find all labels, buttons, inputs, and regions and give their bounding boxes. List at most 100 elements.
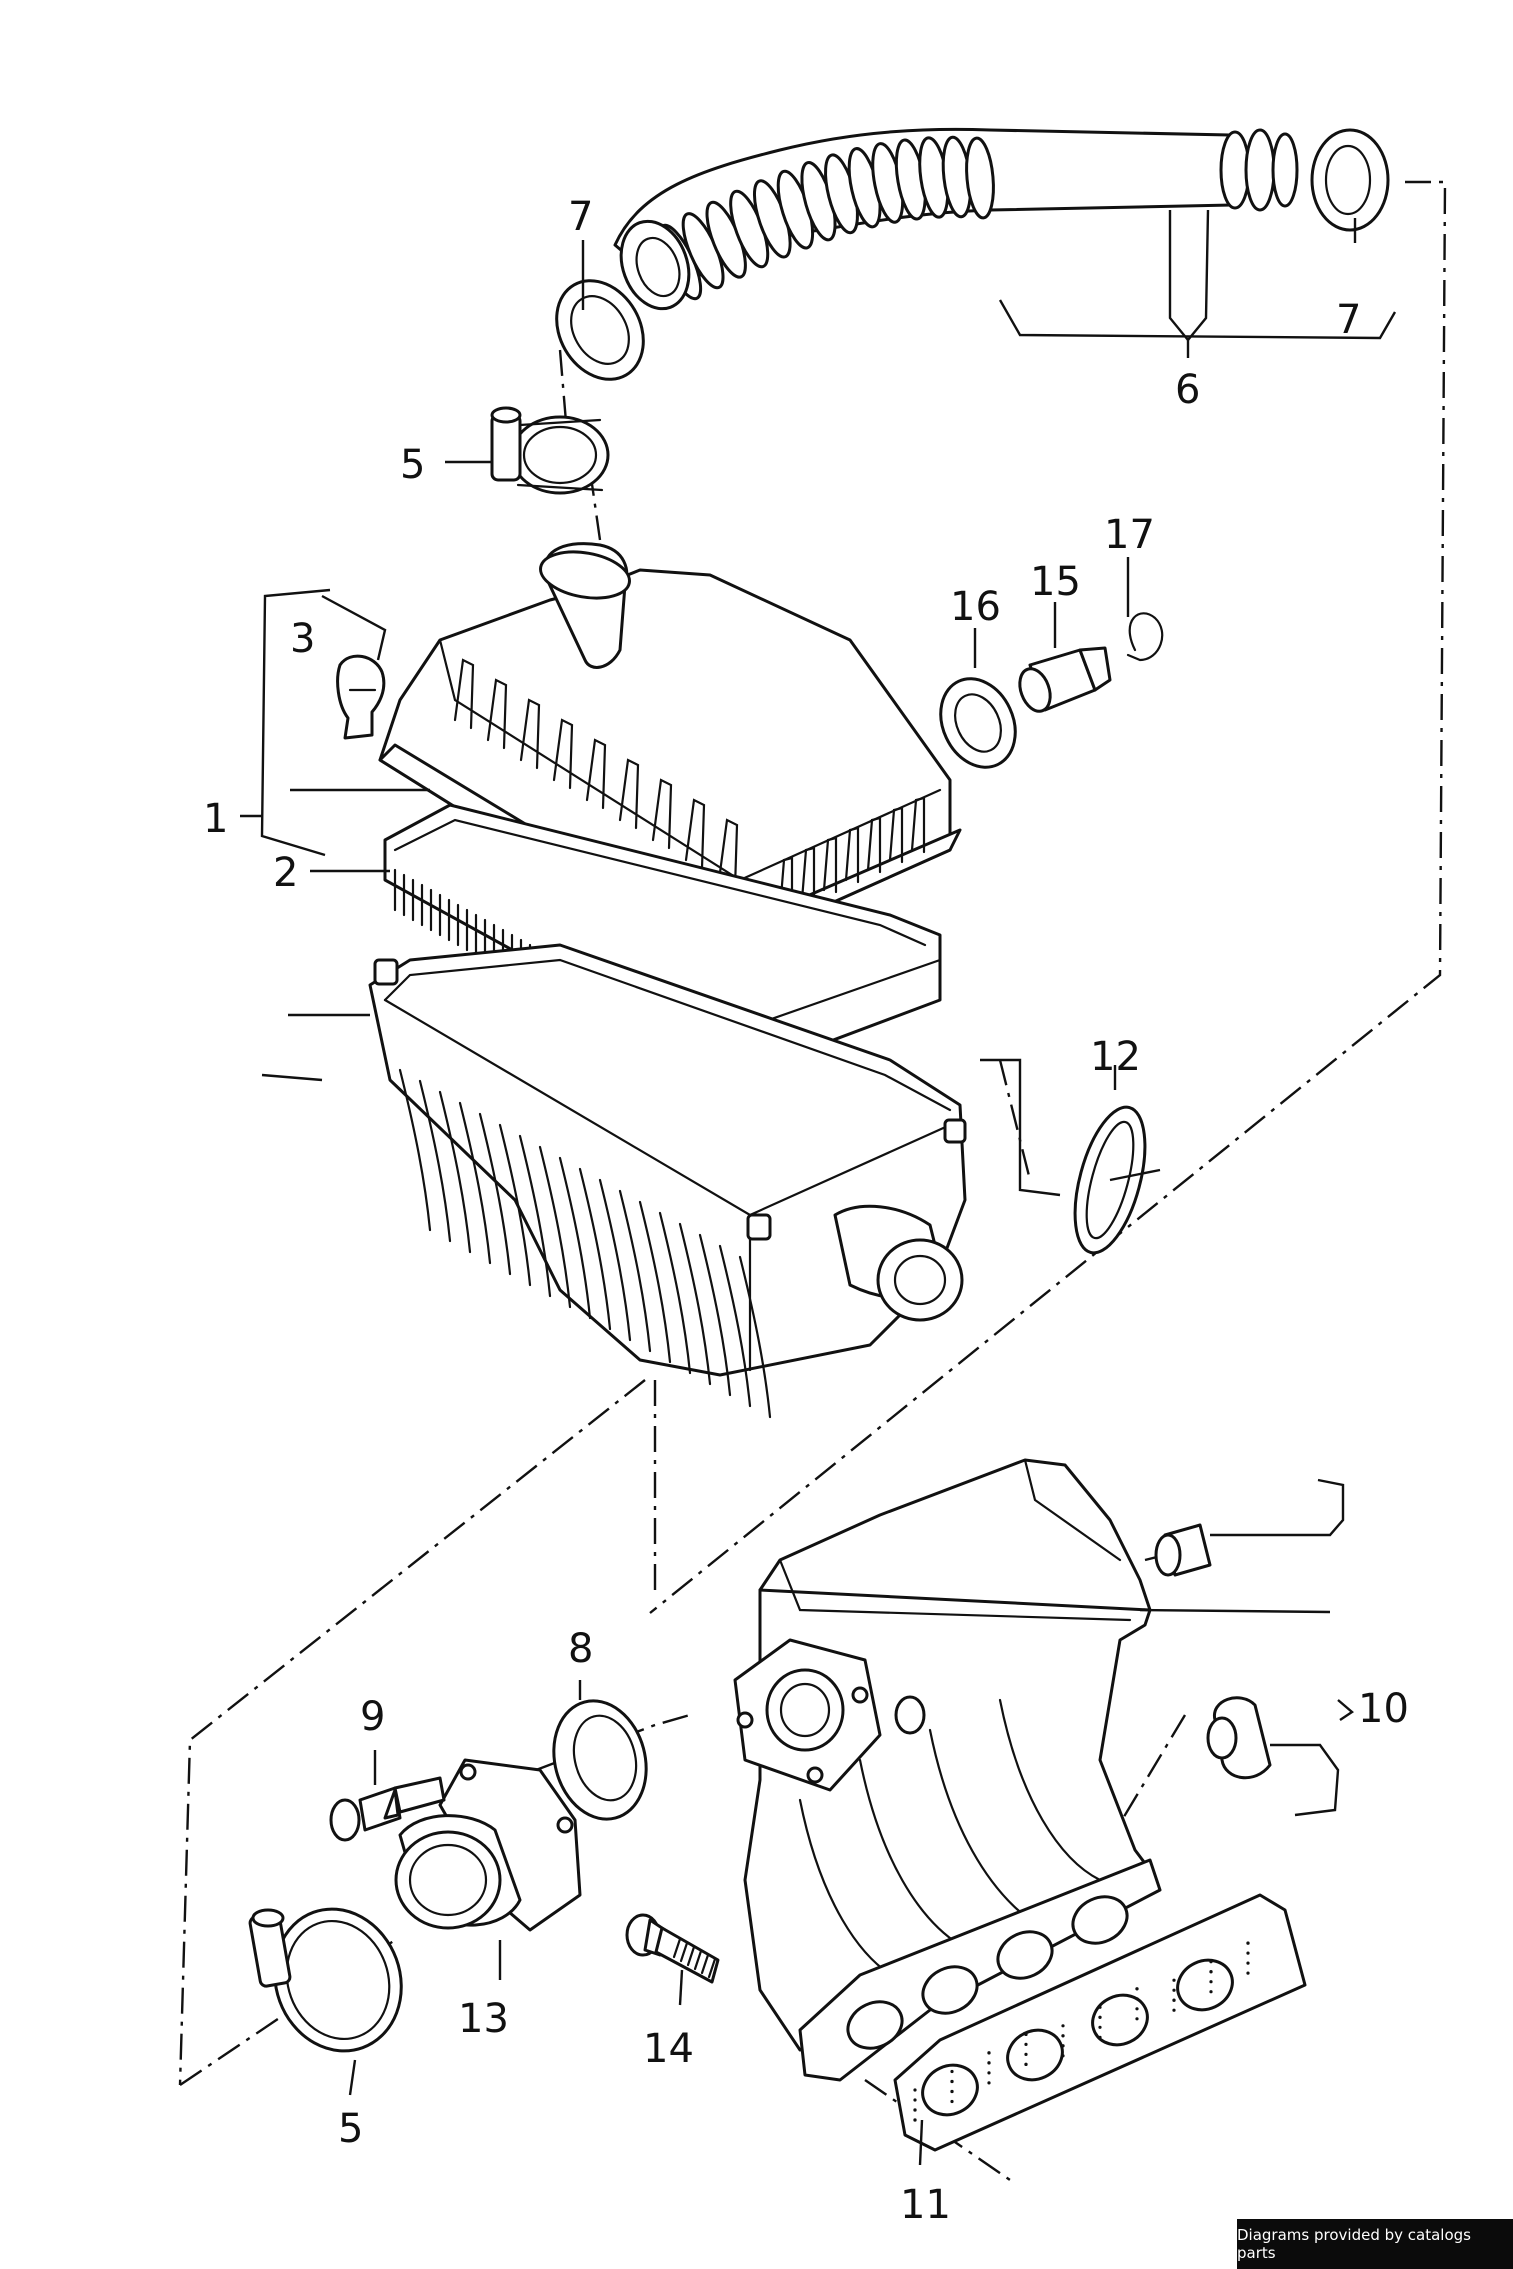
callout-1-air-filter-housing: 1 [203,796,228,842]
gasket-texture-dot [950,2079,954,2084]
bolt-long [625,1913,720,1984]
gasket-texture-dot [950,2089,954,2094]
gasket-texture-dot [987,2051,991,2055]
gasket-texture-dot [1098,2035,1102,2039]
gasket-texture-dot [1172,2008,1176,2012]
callout-3-clip: 3 [290,616,315,662]
gasket-texture-dot [1135,2007,1139,2011]
manifold-port [1071,1895,1129,1945]
callout-8-seal-ring: 8 [568,1626,593,1672]
gasket-texture-dot [1098,2005,1102,2009]
gasket-port [1176,1958,1234,2012]
lid-rib [910,796,926,854]
housing-rib [658,1211,692,1375]
gasket-texture-dot [987,2081,991,2085]
lid-rib [684,798,706,870]
hose-clamp-upper [490,406,610,495]
lid-rib [844,826,860,884]
callout-2-filter-element: 2 [273,850,298,896]
gasket-port [1091,1993,1149,2047]
manifold-port [921,1965,979,2015]
gasket-texture-dot [1209,1990,1213,1994]
housing-rib [558,1156,592,1320]
bolt-short [329,1776,446,1842]
seal-ring-upper-right [1310,128,1390,232]
gasket-texture-dot [913,2098,917,2102]
housing-rib [518,1134,552,1298]
intake-manifold [733,1458,1272,2082]
manifold-port [846,2000,904,2050]
callout-15-sensor: 15 [1030,559,1081,605]
bolt-thread [700,1953,710,1975]
bolt-thread [693,1949,703,1971]
gasket-texture-dot [1135,2017,1139,2021]
gasket-texture-dot [913,2088,917,2092]
diagram-credit-badge: Diagrams provided by catalogs parts [1237,2219,1513,2269]
callout-5-hose-clamp-upper: 5 [400,442,425,488]
callout-16-gasket: 16 [950,584,1001,630]
gasket-texture-dot [987,2071,991,2075]
lid-rib [800,846,816,904]
callout-13-intake-connector: 13 [458,1996,509,2042]
gasket-texture-dot [1098,2015,1102,2019]
gasket-texture-dot [1135,1997,1139,2001]
manifold-port [996,1930,1054,1980]
gasket-port [1006,2028,1064,2082]
gasket-texture-dot [1246,1951,1250,1955]
housing-rib [538,1145,572,1309]
gasket-texture-dot [1061,2044,1065,2048]
gasket-texture-dot [1024,2062,1028,2066]
gasket-texture-dot [1061,2054,1065,2058]
housing-rib [598,1178,632,1342]
gasket-texture-dot [1209,1980,1213,1984]
throttle-seal-ring [552,1699,648,1821]
callout-6-air-hose: 6 [1175,367,1200,413]
intake-connector [394,1758,582,1932]
gasket-texture-dot [1135,1987,1139,1991]
housing-rib [418,1079,452,1243]
housing-rib [438,1090,472,1254]
callout-9-bolt: 9 [360,1694,385,1740]
gasket-texture-dot [913,2118,917,2122]
lid-rib [822,836,838,894]
lid-rib [486,678,508,750]
manifold-gasket [893,1893,1307,2152]
gasket-texture-dot [1061,2034,1065,2038]
housing-rib [618,1189,652,1353]
gasket-texture-dot [1172,1988,1176,1992]
housing-rib [398,1068,432,1232]
housing-rib [738,1255,772,1419]
gasket-texture-dot [1061,2024,1065,2028]
callout-5-hose-clamp-lower: 5 [338,2106,363,2152]
lid-rib [519,698,541,770]
gasket-texture-dot [1209,1960,1213,1964]
housing-rib [638,1200,672,1364]
gasket-texture-dot [1172,1998,1176,2002]
air-intake-hose [613,127,1299,311]
callout-10-intake-manifold: 10 [1358,1686,1409,1732]
lid-rib [866,816,882,874]
temperature-sensor [1018,646,1112,713]
lid-rib [453,658,475,730]
housing-rib [478,1112,512,1276]
lid-rib [552,718,574,790]
lid-rib [778,856,794,914]
hose-clamp-lower [248,1907,403,2053]
hose-rib [965,136,995,220]
gasket-texture-dot [950,2099,954,2104]
gasket-texture-dot [987,2061,991,2065]
gasket-texture-dot [1024,2032,1028,2036]
lid-rib [618,758,640,830]
lid-rib [717,818,739,890]
gasket-texture-dot [1246,1971,1250,1975]
gasket-texture-dot [950,2069,954,2074]
gasket-texture-dot [1246,1961,1250,1965]
callout-12-rubber-ring: 12 [1090,1034,1141,1080]
housing-rib [578,1167,612,1331]
gasket-texture-dot [1024,2052,1028,2056]
callout-14-bolt: 14 [643,2026,694,2072]
air-filter-lower-housing [368,943,967,1419]
gasket-texture-dot [1209,1970,1213,1974]
retaining-clip [336,654,386,740]
